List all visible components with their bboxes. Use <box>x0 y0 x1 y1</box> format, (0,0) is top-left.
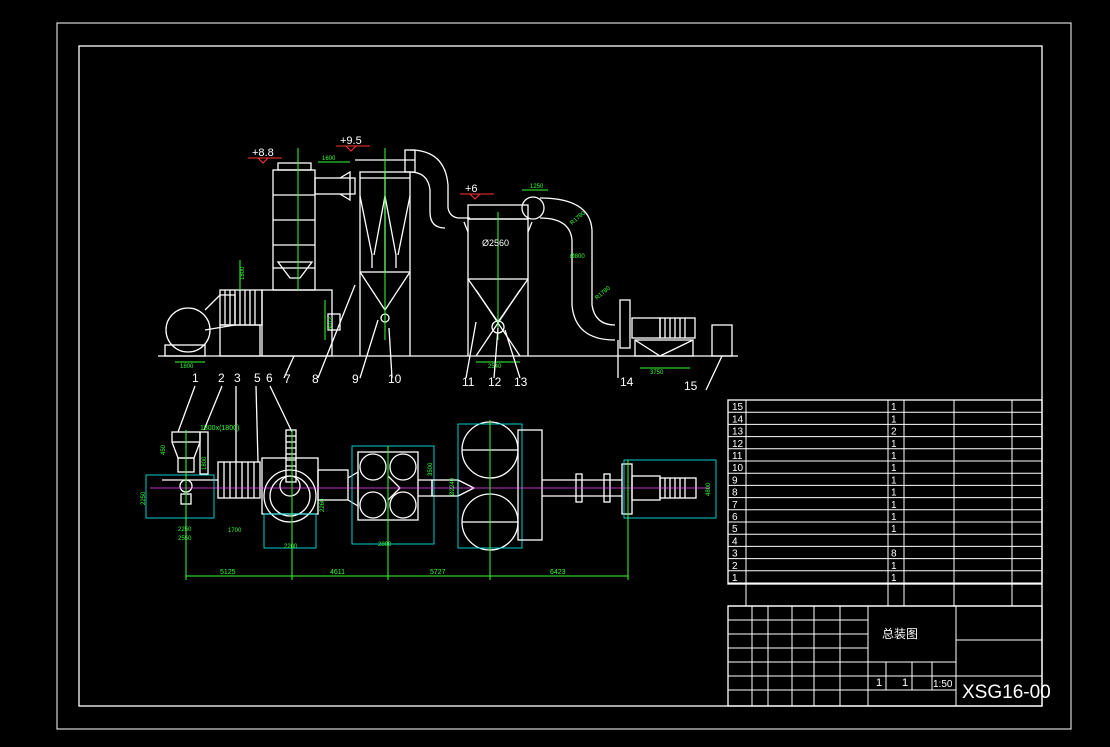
dim-plan-10: 2800 <box>378 542 392 548</box>
dim-plan-3: 450 <box>161 444 167 455</box>
leader-8: 8 <box>312 372 319 386</box>
dim-bottom-3: 5727 <box>430 569 446 576</box>
dim-plan-4: 2250 <box>141 491 147 505</box>
bom-row-number: 8 <box>732 488 738 499</box>
bom-row-qty: 1 <box>891 439 897 450</box>
leader-5: 5 <box>254 371 261 385</box>
title-text: 总装图 <box>882 627 918 641</box>
bom-row-qty: 1 <box>891 524 897 535</box>
dim-1800-v: 1800 <box>240 266 246 280</box>
elevation-label-3: +6 <box>465 183 478 195</box>
elevation-label-2: +9.5 <box>340 135 362 147</box>
dim-bottom-4: 6423 <box>550 569 566 576</box>
bom-row-qty: 1 <box>891 414 897 425</box>
bom-row-qty: 2 <box>891 427 897 438</box>
bom-row-number: 5 <box>732 524 738 535</box>
inner-frame <box>78 45 1043 707</box>
dim-3750: 3750 <box>650 370 664 376</box>
dim-plan-12: Ø2240 <box>450 477 456 496</box>
leader-12: 12 <box>488 375 502 389</box>
scale-text: 1:50 <box>933 679 953 690</box>
leader-10: 10 <box>388 372 402 386</box>
dim-bottom-1: 5125 <box>220 569 236 576</box>
bom-row-number: 6 <box>732 512 738 523</box>
bom-row-number: 14 <box>732 414 744 425</box>
dim-plan-9: 2200 <box>284 544 298 550</box>
dim-plan-7: 1700 <box>228 528 242 534</box>
bom-row-number: 3 <box>732 549 738 560</box>
bom-row-qty: 1 <box>891 512 897 523</box>
elevation-label-1: +8.8 <box>252 147 274 159</box>
bom-row-number: 13 <box>732 427 744 438</box>
leader-7: 7 <box>284 372 291 386</box>
leader-15: 15 <box>684 379 698 393</box>
dim-plan-11: 3500 <box>428 462 434 476</box>
dim-1600: 1600 <box>322 156 336 162</box>
dim-plan-8: 2260 <box>320 498 326 512</box>
dim-1800-h: 1800 <box>180 364 194 370</box>
leader-14: 14 <box>620 375 634 389</box>
dim-plan-13: 4800 <box>706 482 712 496</box>
leader-2: 2 <box>218 371 225 385</box>
plan-view: 1 2 3 5 6 <box>141 371 717 580</box>
dim-3012: 3012 <box>328 316 334 330</box>
dim-plan-2: 1800 <box>202 456 208 470</box>
bom-row-qty: 8 <box>891 549 897 560</box>
elevation-view: +8.8 +9.5 +6 1600 1250 1800 3012 1800 2 5… <box>158 135 738 393</box>
bom-row-number: 1 <box>732 573 738 584</box>
dim-1250: 1250 <box>530 184 544 190</box>
bom-row-number: 15 <box>732 402 744 413</box>
bom-row-qty: 1 <box>891 500 897 511</box>
dim-plan-1: 1800x(1800) <box>200 425 239 432</box>
sheet-a: 1 <box>876 677 882 689</box>
bom-row-qty: 1 <box>891 561 897 572</box>
bom-row-qty: 1 <box>891 451 897 462</box>
bom-row-qty: 1 <box>891 573 897 584</box>
leader-3: 3 <box>234 371 241 385</box>
dim-plan-6: 2550 <box>178 536 192 542</box>
bom-row-number: 9 <box>732 475 738 486</box>
title-block: 总装图 1 1 1:50 XSG16-00 <box>727 605 1051 707</box>
bom-row-number: 2 <box>732 561 738 572</box>
dim-r1780-b: R1780 <box>594 285 612 301</box>
leader-11: 11 <box>462 375 475 389</box>
outer-frame <box>56 22 1072 730</box>
bom-row-qty: 1 <box>891 475 897 486</box>
sheet-b: 1 <box>902 677 908 689</box>
leader-9: 9 <box>352 372 359 386</box>
dim-dia-800: Ø800 <box>570 254 585 260</box>
bom-row-number: 12 <box>732 439 744 450</box>
bom-row-qty: 1 <box>891 463 897 474</box>
dim-r1780-a: R1780 <box>569 210 587 226</box>
bom-row-qty: 1 <box>891 488 897 499</box>
leader-1: 1 <box>192 371 199 385</box>
dim-bottom-2: 4611 <box>330 569 345 576</box>
drawing-number: XSG16-00 <box>962 682 1051 703</box>
bom-row-number: 4 <box>732 536 738 547</box>
dim-plan-5: 2250 <box>178 527 192 533</box>
dim-dia-2560: Ø2560 <box>482 238 509 248</box>
leader-13: 13 <box>514 375 528 389</box>
leader-6: 6 <box>266 371 273 385</box>
bom-row-qty: 1 <box>891 402 897 413</box>
bom-row-number: 11 <box>732 451 743 462</box>
bom-row-number: 7 <box>732 500 738 511</box>
bom-row-number: 10 <box>732 463 744 474</box>
